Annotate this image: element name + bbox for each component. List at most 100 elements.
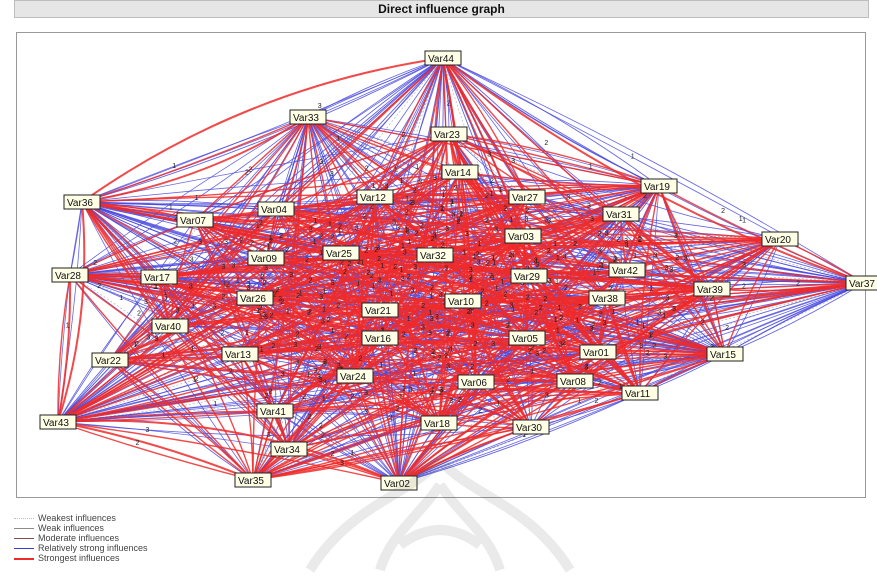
variable-node[interactable]: Var39	[693, 281, 731, 297]
node-box	[234, 472, 272, 488]
variable-node[interactable]: Var40	[151, 318, 189, 334]
edge-weight-label: 3	[224, 239, 228, 246]
variable-node[interactable]: Var32	[416, 247, 454, 263]
variable-node[interactable]: Var07	[176, 212, 214, 228]
edge-weight-label: 2	[430, 285, 434, 292]
influence-edge	[398, 392, 641, 484]
edge-weight-label: 3	[590, 216, 594, 223]
edge-weight-label: 2	[239, 238, 243, 245]
node-label: Var43	[43, 418, 69, 429]
legend-item: Moderate influences	[14, 533, 274, 543]
legend-label: Weak influences	[38, 523, 104, 533]
variable-node[interactable]: Var13	[221, 346, 259, 362]
variable-node[interactable]: Var11	[621, 385, 659, 401]
edge-weight-label: 1	[495, 286, 499, 293]
edge-weight-label: 2	[459, 212, 463, 219]
variable-node[interactable]: Var25	[322, 245, 360, 261]
variable-node[interactable]: Var38	[588, 290, 626, 306]
influence-edge	[398, 282, 865, 484]
variable-node[interactable]: Var17	[140, 269, 178, 285]
variable-node[interactable]: Var23	[430, 126, 468, 142]
edge-weight-label: 2	[421, 303, 425, 310]
edge-weight-label: 3	[435, 314, 439, 321]
edge-weight-label: 1	[190, 346, 194, 353]
variable-node[interactable]: Var29	[510, 268, 548, 284]
variable-node[interactable]: Var22	[91, 352, 129, 368]
edge-weight-label: 3	[445, 226, 449, 233]
variable-node[interactable]: Var01	[579, 344, 617, 360]
node-label: Var20	[765, 235, 791, 246]
edge-weight-label: 3	[563, 254, 567, 261]
influence-edge	[81, 57, 444, 203]
variable-node[interactable]: Var14	[441, 164, 479, 180]
edge-weight-label: 2	[578, 304, 582, 311]
influence-edge	[442, 57, 660, 187]
variable-node[interactable]: Var33	[289, 109, 327, 125]
edge-weight-label: 2	[270, 312, 274, 319]
node-label: Var42	[612, 266, 638, 277]
influence-edge	[252, 238, 781, 481]
variable-node[interactable]: Var05	[508, 330, 546, 346]
edge-weight-label: 1	[236, 278, 240, 285]
edge-weight-label: 3	[289, 272, 293, 279]
node-label: Var36	[67, 198, 93, 209]
variable-node[interactable]: Var02	[380, 475, 418, 491]
edge-weight-label: 2	[562, 340, 566, 347]
edge-weight-label: 1	[593, 269, 597, 276]
edge-weight-label: 1	[313, 218, 317, 225]
variable-node[interactable]: Var44	[424, 50, 462, 66]
node-label: Var06	[461, 378, 487, 389]
variable-node[interactable]: Var03	[504, 228, 542, 244]
influence-edge	[374, 196, 381, 339]
influence-edge	[169, 325, 290, 450]
edge-weight-label: 1	[259, 313, 263, 320]
edge-weight-label: 2	[259, 305, 263, 312]
variable-node[interactable]: Var15	[706, 346, 744, 362]
edge-weight-label: 1	[619, 384, 623, 391]
variable-node[interactable]: Var16	[361, 330, 399, 346]
variable-node[interactable]: Var21	[361, 302, 399, 318]
variable-node[interactable]: Var12	[356, 189, 394, 205]
variable-node[interactable]: Var31	[602, 206, 640, 222]
edge-weight-label: 3	[232, 262, 236, 269]
edge-weight-label: 2	[440, 205, 444, 212]
influence-edge	[379, 309, 440, 424]
variable-node[interactable]: Var34	[270, 441, 308, 457]
variable-node[interactable]: Var42	[608, 262, 646, 278]
edge-weight-label: 2	[173, 239, 177, 246]
influence-edge	[109, 359, 254, 481]
variable-node[interactable]: Var18	[420, 415, 458, 431]
variable-node[interactable]: Var20	[761, 231, 799, 247]
edge-weight-label: 2	[506, 323, 510, 330]
edge-weight-label: 2	[250, 240, 254, 247]
edge-weight-label: 1	[256, 308, 260, 315]
variable-node[interactable]: Var30	[512, 419, 550, 435]
variable-node[interactable]: Var35	[234, 472, 272, 488]
influence-edge	[194, 219, 530, 277]
edge-weight-label: 2	[359, 356, 363, 363]
node-box	[845, 275, 877, 291]
variable-node[interactable]: Var26	[236, 290, 274, 306]
variable-node[interactable]: Var04	[257, 201, 295, 217]
variable-node[interactable]: Var37	[845, 275, 877, 291]
variable-node[interactable]: Var24	[336, 368, 374, 384]
variable-node[interactable]: Var06	[457, 374, 495, 390]
variable-node[interactable]: Var27	[508, 189, 546, 205]
variable-node[interactable]: Var28	[51, 267, 89, 283]
edge-weight-label: 2	[269, 238, 273, 245]
variable-node[interactable]: Var43	[39, 414, 77, 430]
variable-node[interactable]: Var10	[444, 293, 482, 309]
variable-node[interactable]: Var09	[247, 250, 285, 266]
edge-weight-label: 1	[431, 387, 435, 394]
edge-weight-label: 1	[331, 328, 335, 335]
edge-weight-label: 2	[485, 193, 489, 200]
variable-node[interactable]: Var08	[556, 373, 594, 389]
edge-weight-label: 1	[169, 204, 173, 211]
influence-edge	[307, 116, 440, 424]
variable-node[interactable]: Var19	[640, 178, 678, 194]
node-box	[608, 262, 646, 278]
variable-node[interactable]: Var41	[256, 403, 294, 419]
edge-weight-label: 2	[544, 140, 548, 147]
variable-node[interactable]: Var36	[63, 194, 101, 210]
edge-weight-label: 1	[469, 277, 473, 284]
